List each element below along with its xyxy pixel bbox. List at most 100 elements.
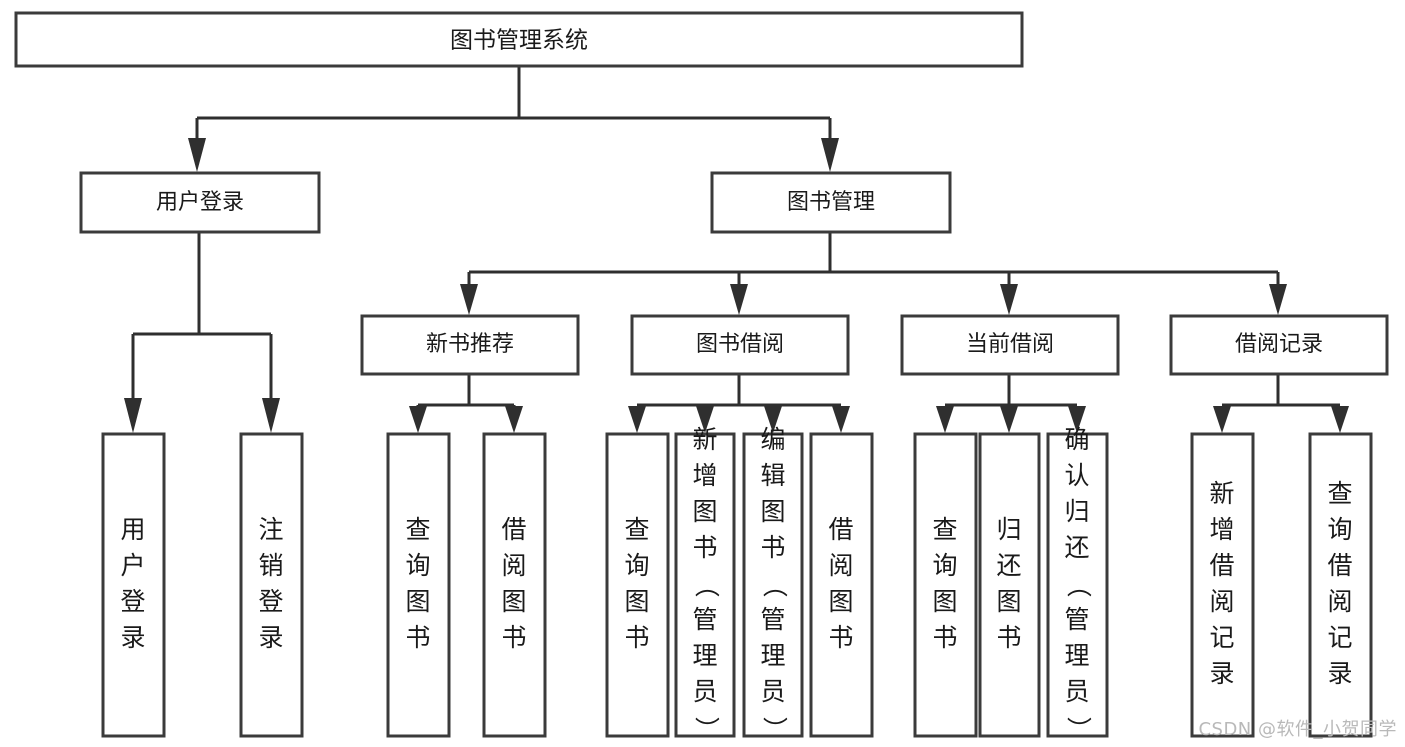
leaf-label-char: 管 (760, 605, 785, 634)
leaf-label-char: 理 (760, 641, 785, 670)
leaf-label-char: 认 (1064, 461, 1089, 490)
node-leaf-edit-book-box[interactable] (742, 432, 804, 738)
leaf-label-char: （ (1064, 572, 1093, 597)
leaf-label-char: 询 (624, 551, 649, 580)
node-new-book-recommend[interactable]: 新书推荐 (360, 314, 580, 376)
leaf-label-char: 图 (405, 587, 430, 616)
node-leaf-query-book-3-box[interactable] (913, 432, 978, 738)
leaf-label-char: 书 (501, 623, 526, 652)
leaf-label-char: 阅 (501, 551, 526, 580)
leaf-label-char: ） (1064, 716, 1093, 741)
node-current-borrow[interactable]: 当前借阅 (900, 314, 1120, 376)
leaf-label-char: 查 (405, 515, 430, 544)
leaf-label-char: 户 (120, 551, 145, 580)
node-current-borrow-box[interactable] (900, 314, 1120, 376)
leaf-label-char: 阅 (1327, 587, 1352, 616)
leaf-label-char: 新 (692, 425, 717, 454)
arrow-head-leaf-query-book-3 (936, 406, 954, 433)
node-user-login[interactable]: 用户登录 (79, 171, 321, 234)
node-leaf-user-login-box[interactable] (101, 432, 166, 738)
leaf-label-char: （ (760, 572, 789, 597)
leaf-label-char: 用 (120, 515, 145, 544)
node-leaf-borrow-book-2-box[interactable] (809, 432, 874, 738)
node-borrow-record-box[interactable] (1169, 314, 1389, 376)
leaf-label-char: 管 (692, 605, 717, 634)
node-book-manage-box[interactable] (710, 171, 952, 234)
leaf-label-char: 录 (1209, 659, 1234, 688)
leaf-label-char: 录 (1327, 659, 1352, 688)
node-book-borrow-box[interactable] (630, 314, 850, 376)
leaf-label-char: 编 (760, 425, 785, 454)
node-leaf-query-book-1-box[interactable] (386, 432, 451, 738)
node-leaf-confirm-return-box[interactable] (1046, 432, 1109, 738)
leaf-label-char: 记 (1209, 623, 1234, 652)
node-leaf-add-record-box[interactable] (1190, 432, 1255, 738)
leaf-label-char: 员 (1064, 677, 1089, 706)
node-leaf-return-book-box[interactable] (978, 432, 1041, 738)
leaf-label-char: 图 (760, 497, 785, 526)
node-book-manage[interactable]: 图书管理 (710, 171, 952, 234)
leaf-label-char: 员 (760, 677, 785, 706)
arrow-head-leaf-query-book-1 (409, 406, 427, 433)
leaf-label-char: 销 (258, 551, 283, 580)
node-leaf-logout-login-box[interactable] (239, 432, 304, 738)
node-borrow-record[interactable]: 借阅记录 (1169, 314, 1389, 376)
arrow-head-leaf-return-book (1000, 406, 1018, 433)
leaf-label-char: 书 (932, 623, 957, 652)
leaf-label-char: 询 (405, 551, 430, 580)
leaf-label-char: 登 (120, 587, 145, 616)
csdn-watermark: CSDN @软件_小贺同学 (1198, 719, 1397, 740)
arrow-head-current-borrow (1000, 284, 1018, 315)
arrow-head-leaf-edit-book (764, 406, 782, 433)
node-new-book-recommend-box[interactable] (360, 314, 580, 376)
node-user-login-box[interactable] (79, 171, 321, 234)
arrow-head-leaf-query-book-2 (628, 406, 646, 433)
node-book-borrow[interactable]: 图书借阅 (630, 314, 850, 376)
node-leaf-query-book-2-box[interactable] (605, 432, 670, 738)
node-borrow-record-label: 借阅记录 (1235, 332, 1323, 357)
leaf-label-char: 书 (692, 533, 717, 562)
node-book-borrow-label: 图书借阅 (696, 332, 784, 357)
node-leaf-query-record-box[interactable] (1308, 432, 1373, 738)
leaf-label-char: 书 (405, 623, 430, 652)
leaf-label-char: ） (692, 716, 721, 741)
leaf-label-char: （ (692, 572, 721, 597)
node-user-login-label: 用户登录 (156, 190, 244, 215)
leaf-label-char: 图 (692, 497, 717, 526)
node-leaf-borrow-book-1-box[interactable] (482, 432, 547, 738)
leaf-label-char: 查 (932, 515, 957, 544)
leaf-label-char: 询 (1327, 515, 1352, 544)
leaf-label-char: 图 (624, 587, 649, 616)
node-root[interactable]: 图书管理系统 (14, 11, 1024, 68)
node-leaf-add-book-box[interactable] (674, 432, 736, 738)
arrow-head-leaf-query-record (1331, 406, 1349, 433)
node-leaf-user-login[interactable]: 用户登录 (101, 432, 166, 738)
leaf-label-char: 记 (1327, 623, 1352, 652)
node-root-box[interactable] (14, 11, 1024, 68)
leaf-label-char: 查 (1327, 479, 1352, 508)
leaf-label-char: 理 (1064, 641, 1089, 670)
leaf-label-char: 书 (996, 623, 1021, 652)
leaf-label-char: 借 (501, 515, 526, 544)
node-book-manage-label: 图书管理 (787, 190, 875, 215)
leaf-label-char: 借 (1327, 551, 1352, 580)
leaf-label-char: 询 (932, 551, 957, 580)
node-new-book-recommend-label: 新书推荐 (426, 332, 514, 357)
arrow-head-leaf-add-book (696, 406, 714, 433)
